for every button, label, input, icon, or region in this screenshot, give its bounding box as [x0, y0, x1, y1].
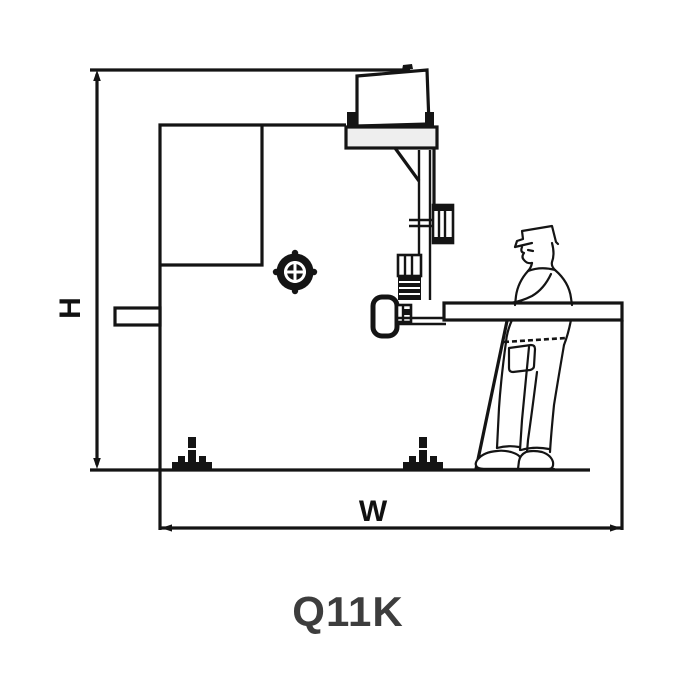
slide-bracket-diagonal [393, 147, 421, 182]
model-caption: Q11K [292, 588, 403, 635]
guide-block-cap-top [433, 205, 453, 211]
handwheel-nub-right [310, 268, 318, 276]
machine-front-diagonal [474, 320, 509, 470]
operator-hip-back [562, 318, 573, 347]
operator-cuffs [495, 445, 551, 452]
box-foot-right [425, 112, 434, 128]
h-dimension: H [54, 68, 410, 469]
frame-outline [158, 123, 346, 467]
operator-leg-split [518, 345, 531, 452]
blade-clamp-grooves [403, 255, 414, 276]
operator-arm [509, 272, 553, 305]
anchor-bolt-right [403, 437, 443, 470]
ram-slide [393, 147, 455, 300]
operator-shoulder [526, 267, 557, 273]
blade-gap-dot [404, 309, 410, 315]
operator-eye [526, 248, 535, 253]
handwheel-nub-left [272, 268, 280, 276]
operator-leg-front [495, 340, 508, 450]
machine-frame [113, 123, 346, 467]
operator-shoe-front [474, 449, 523, 471]
operator-hip-front [504, 318, 514, 344]
operator-belt [503, 336, 567, 344]
holddown-stripes [399, 281, 420, 295]
operator-back [553, 268, 574, 307]
handwheel-icon [272, 249, 318, 295]
operator-shoe-back [516, 449, 555, 471]
cylinder-box [355, 68, 431, 128]
h-dimension-label: H [54, 297, 87, 319]
h-arrow-up [93, 70, 101, 81]
w-dimension-label: W [359, 495, 388, 528]
front-guard [370, 294, 446, 339]
box-foot-left [347, 112, 356, 128]
rear-bracket [113, 306, 162, 327]
w-arrow-right [610, 524, 621, 532]
handwheel-nub-bottom [291, 287, 299, 295]
operator-figure [474, 224, 574, 471]
cylinder-box-notch [402, 64, 413, 70]
operator-leg-back [548, 343, 566, 454]
anchor-bolt-left [172, 437, 212, 470]
operator-trouser-crease [525, 370, 539, 454]
operator-head-back [550, 241, 557, 272]
work-table [442, 301, 624, 470]
hook-guard [370, 294, 400, 339]
operator-face [520, 245, 534, 265]
operator-chest [513, 269, 530, 307]
h-arrow-down [93, 458, 101, 469]
w-arrow-left [161, 524, 172, 532]
table-top [442, 301, 624, 322]
guide-block-grooves [437, 211, 447, 237]
operator-cap [513, 224, 560, 249]
w-dimension: W [158, 320, 624, 532]
crosshead-beam [344, 125, 439, 150]
frame-side-window [160, 125, 264, 267]
operator-cap-brim [513, 241, 534, 249]
operator-pocket [507, 343, 537, 374]
handwheel-nub-top [291, 249, 299, 257]
table-lip-lines [396, 316, 446, 326]
top-assembly [344, 64, 439, 150]
guide-block-cap-bottom [433, 237, 453, 243]
blade-clamp [396, 253, 423, 278]
